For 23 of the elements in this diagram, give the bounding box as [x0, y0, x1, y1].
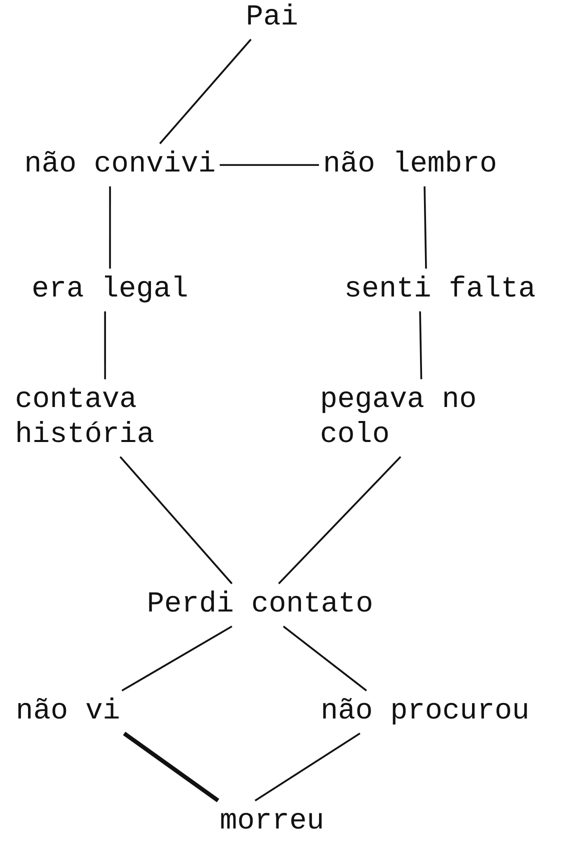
connector-line — [220, 164, 319, 166]
node-label: Pai — [246, 0, 298, 34]
connector-line — [104, 311, 106, 380]
node-label: não convivi — [24, 148, 216, 181]
connector-line — [123, 732, 220, 802]
node-label: contava história — [15, 383, 154, 451]
connector-line — [278, 456, 402, 584]
node-label: senti falta — [344, 272, 536, 306]
connector-line — [282, 626, 367, 692]
node-label: não lembro — [322, 148, 498, 181]
node-label: Perdi contato — [146, 588, 374, 621]
connector-line — [109, 186, 111, 269]
connector-line — [254, 732, 360, 802]
node-label: não procurou — [320, 694, 530, 728]
node-label: morreu — [220, 804, 324, 838]
node-label: era legal — [32, 272, 188, 306]
connector-line — [159, 38, 252, 144]
connector-line — [122, 626, 232, 692]
connector-line — [424, 186, 427, 269]
connector-line — [120, 456, 233, 584]
node-label: pegava no colo — [320, 383, 477, 451]
connector-line — [419, 311, 422, 380]
node-label: não vi — [16, 694, 120, 728]
